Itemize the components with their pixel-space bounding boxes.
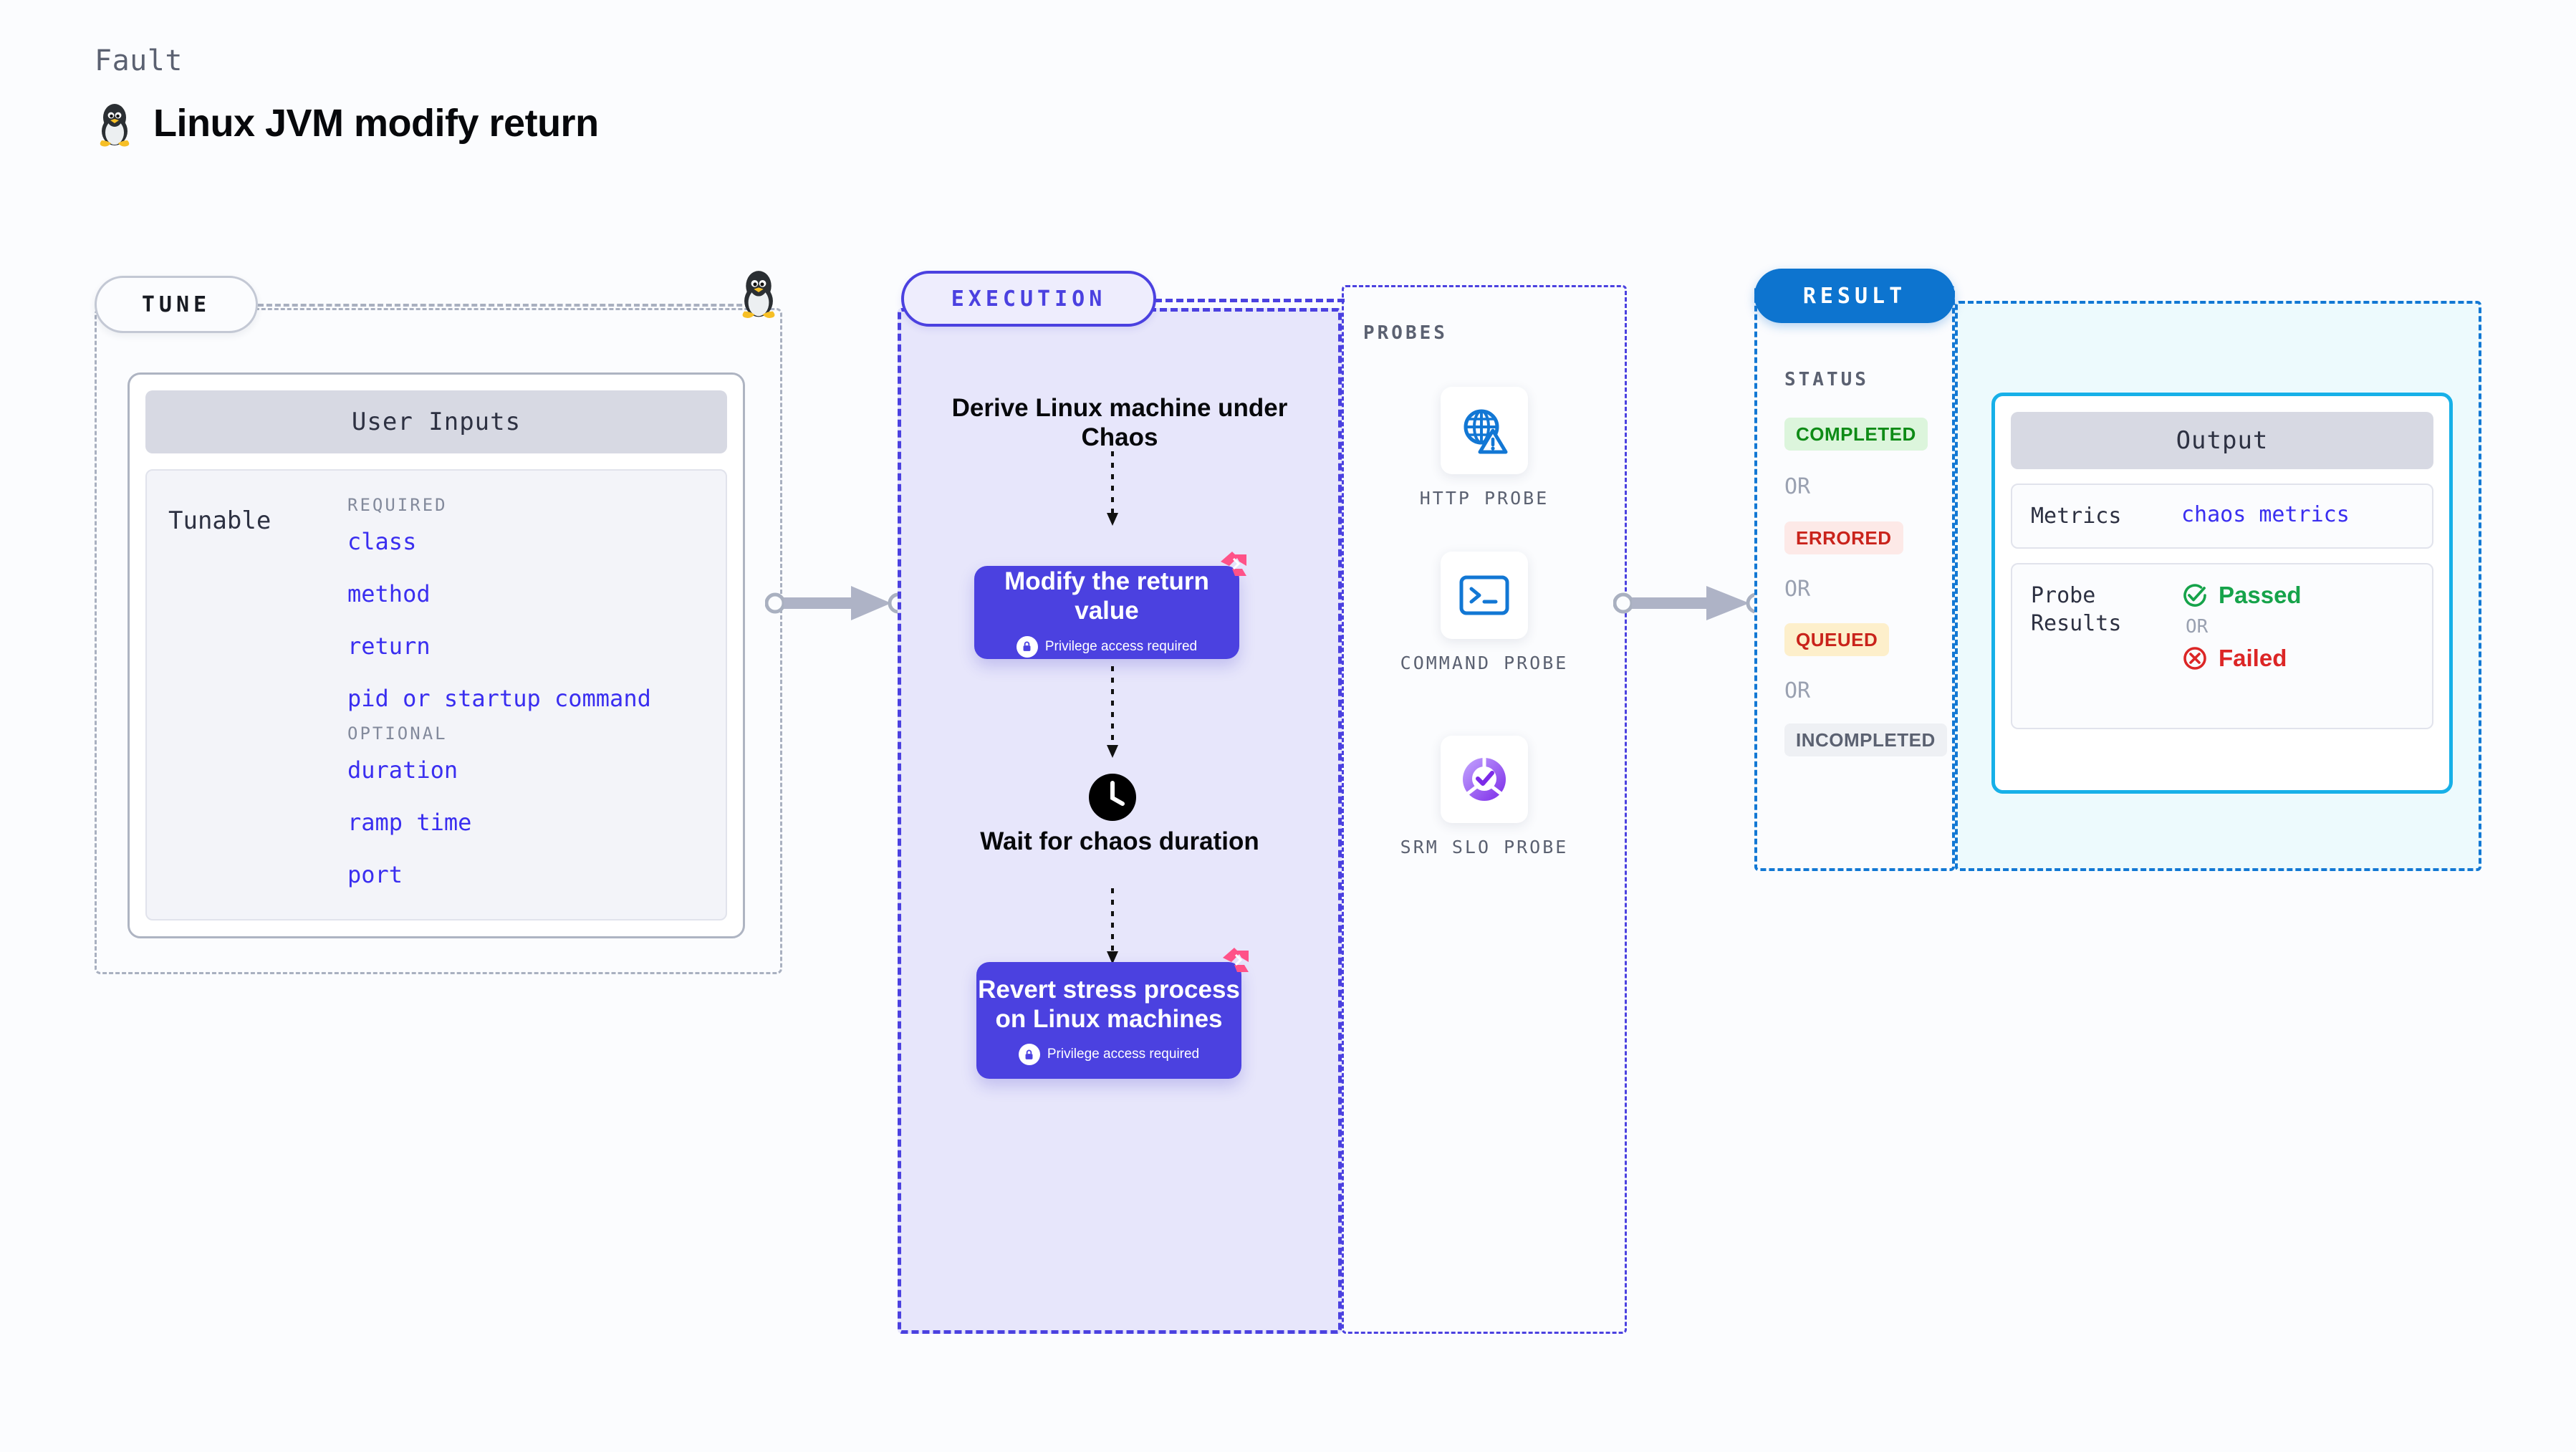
status-badge-errored: ERRORED: [1784, 521, 1903, 554]
card-modify-return-value[interactable]: Modify the return value Privilege access…: [974, 552, 1246, 659]
tune-badge[interactable]: TUNE: [95, 276, 258, 333]
user-inputs-card: User Inputs Tunable REQUIRED class metho…: [128, 372, 745, 938]
status-title: STATUS: [1784, 369, 1869, 390]
optional-group-label: OPTIONAL: [347, 723, 448, 744]
execution-top-dash-line: [1155, 299, 1345, 302]
clock-icon: [1087, 772, 1138, 822]
probes-title: PROBES: [1363, 322, 1448, 344]
step-derive-linux-machine: Derive Linux machine under Chaos: [951, 394, 1288, 451]
output-probe-results-row: Probe Results Passed OR: [2011, 563, 2433, 729]
privilege-badge: Privilege access required: [1018, 1044, 1200, 1066]
probe-command-label: COMMAND PROBE: [1400, 653, 1569, 673]
linux-penguin-icon: [95, 99, 135, 148]
probe-http-label: HTTP PROBE: [1419, 488, 1549, 509]
metrics-key: Metrics: [2031, 504, 2122, 529]
result-region: [1754, 285, 1955, 871]
tunable-field-class[interactable]: class: [347, 528, 417, 555]
probe-command[interactable]: COMMAND PROBE: [1391, 552, 1577, 675]
card-revert-title: Revert stress process on Linux machines: [978, 975, 1240, 1033]
status-badge-completed: COMPLETED: [1784, 418, 1928, 451]
fault-eyebrow: Fault: [95, 44, 183, 77]
privilege-text: Privilege access required: [1044, 638, 1198, 654]
check-circle-icon: [2181, 582, 2209, 609]
probe-results-values: Passed OR Failed: [2181, 582, 2302, 711]
litmus-logo-icon: [1219, 943, 1253, 978]
tunable-field-return[interactable]: return: [347, 633, 431, 660]
x-circle-icon: [2181, 645, 2209, 672]
tunable-box: Tunable REQUIRED class method return pid…: [145, 469, 727, 920]
output-metrics-row: Metrics chaos metrics: [2011, 484, 2433, 549]
probe-result-passed: Passed: [2181, 582, 2302, 609]
arrow-modify-to-wait: [1104, 666, 1121, 763]
arrow-derive-to-modify: [1104, 451, 1121, 530]
privilege-badge: Privilege access required: [1016, 635, 1198, 658]
tune-top-dash-line: [258, 304, 759, 307]
card-revert-stress-process[interactable]: Revert stress process on Linux machines …: [976, 948, 1249, 1079]
probe-http[interactable]: HTTP PROBE: [1391, 387, 1577, 511]
output-title: Output: [2011, 412, 2433, 469]
tunable-field-port[interactable]: port: [347, 861, 403, 888]
probe-srm-slo-label: SRM SLO PROBE: [1400, 837, 1569, 857]
litmus-logo-icon: [1216, 547, 1251, 582]
required-group-label: REQUIRED: [347, 495, 448, 515]
or-label: OR: [2186, 616, 2209, 638]
tunable-field-duration[interactable]: duration: [347, 756, 458, 784]
connector-tune-to-execution: [765, 582, 908, 625]
lock-icon: [1018, 1044, 1040, 1066]
execution-badge[interactable]: EXECUTION: [901, 271, 1156, 327]
privilege-text: Privilege access required: [1047, 1047, 1200, 1062]
or-label: OR: [1784, 678, 1811, 703]
page-title-row: Linux JVM modify return: [95, 99, 599, 148]
tunable-field-pid[interactable]: pid or startup command: [347, 685, 651, 712]
output-card: Output Metrics chaos metrics Probe Resul…: [1991, 393, 2453, 794]
probe-result-failed: Failed: [2181, 645, 2302, 672]
tunable-field-ramp-time[interactable]: ramp time: [347, 809, 472, 836]
card-modify-title: Modify the return value: [1004, 567, 1209, 625]
arrow-wait-to-revert: [1104, 888, 1121, 968]
slo-donut-check-icon: [1441, 736, 1528, 823]
user-inputs-title: User Inputs: [145, 390, 727, 453]
status-badge-queued: QUEUED: [1784, 623, 1890, 656]
tunable-fields: REQUIRED class method return pid or star…: [347, 495, 704, 919]
or-label: OR: [1784, 474, 1811, 499]
metrics-value[interactable]: chaos metrics: [2181, 502, 2350, 527]
failed-label: Failed: [2219, 645, 2287, 671]
status-badge-incompleted: INCOMPLETED: [1784, 723, 1947, 756]
page-header: Fault Linux JVM modify return: [95, 44, 599, 148]
page-title: Linux JVM modify return: [153, 102, 599, 145]
linux-penguin-icon: [736, 265, 781, 319]
tunable-field-method[interactable]: method: [347, 580, 431, 607]
terminal-icon: [1441, 552, 1528, 639]
result-badge[interactable]: RESULT: [1754, 269, 1955, 323]
passed-label: Passed: [2219, 582, 2302, 608]
probe-srm-slo[interactable]: SRM SLO PROBE: [1391, 736, 1577, 860]
globe-warning-icon: [1441, 387, 1528, 474]
lock-icon: [1016, 635, 1038, 658]
or-label: OR: [1784, 577, 1811, 602]
step-wait-chaos-duration: Wait for chaos duration: [980, 827, 1259, 855]
connector-probes-to-result: [1613, 582, 1767, 625]
tunable-label: Tunable: [168, 506, 271, 535]
probe-results-key: Probe Results: [2031, 583, 2122, 636]
